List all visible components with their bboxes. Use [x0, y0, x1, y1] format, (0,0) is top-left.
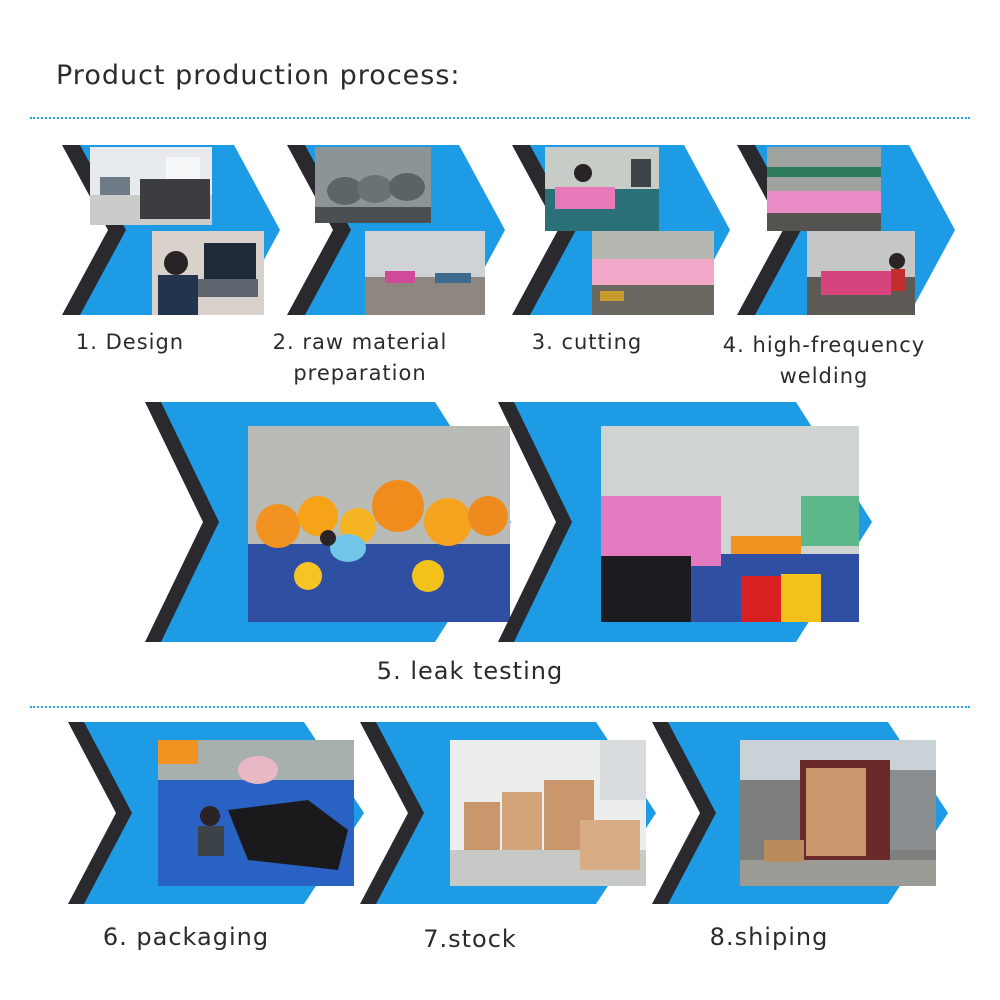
- step-label: 3. cutting: [531, 330, 643, 354]
- step-label: 8.shiping: [709, 923, 829, 951]
- step-leak-testing-a: [145, 402, 515, 642]
- office-photo: [90, 147, 212, 225]
- step-design: [62, 145, 284, 315]
- step-label-line-1: 2. raw material: [272, 330, 448, 354]
- step-label: 1. Design: [75, 330, 185, 354]
- factory-floor-photo: [365, 231, 485, 315]
- step-shipping: [652, 722, 952, 904]
- step-label: 6. packaging: [102, 923, 270, 951]
- step-leak-testing-b: [498, 402, 876, 642]
- welding-table-photo: [767, 147, 881, 231]
- inflated-boats-photo: [601, 426, 859, 622]
- step-label-line-2: welding: [779, 364, 869, 388]
- step-label-line-2: preparation: [293, 361, 427, 385]
- worker-packaging-photo: [158, 740, 354, 886]
- material-rolls-photo: [315, 147, 431, 223]
- step-label: 5. leak testing: [376, 657, 564, 685]
- step-label-line-1: 4. high-frequency: [722, 333, 926, 357]
- cutting-machine-photo: [592, 231, 714, 315]
- welding-workers-photo: [807, 231, 915, 315]
- inflated-ducks-photo: [248, 426, 510, 622]
- step-packaging: [68, 722, 368, 904]
- shipping-container-photo: [740, 740, 936, 886]
- page-title: Product production process:: [56, 60, 461, 91]
- warehouse-boxes-photo: [450, 740, 646, 886]
- bottom-divider: [30, 706, 970, 708]
- top-divider: [30, 117, 970, 119]
- worker-cutting-photo: [545, 147, 659, 231]
- step-high-frequency-welding: [737, 145, 959, 315]
- step-raw-material-preparation: [287, 145, 509, 315]
- designer-at-computer-photo: [152, 231, 264, 315]
- step-label: 7.stock: [423, 925, 517, 953]
- step-cutting: [512, 145, 734, 315]
- step-stock: [360, 722, 660, 904]
